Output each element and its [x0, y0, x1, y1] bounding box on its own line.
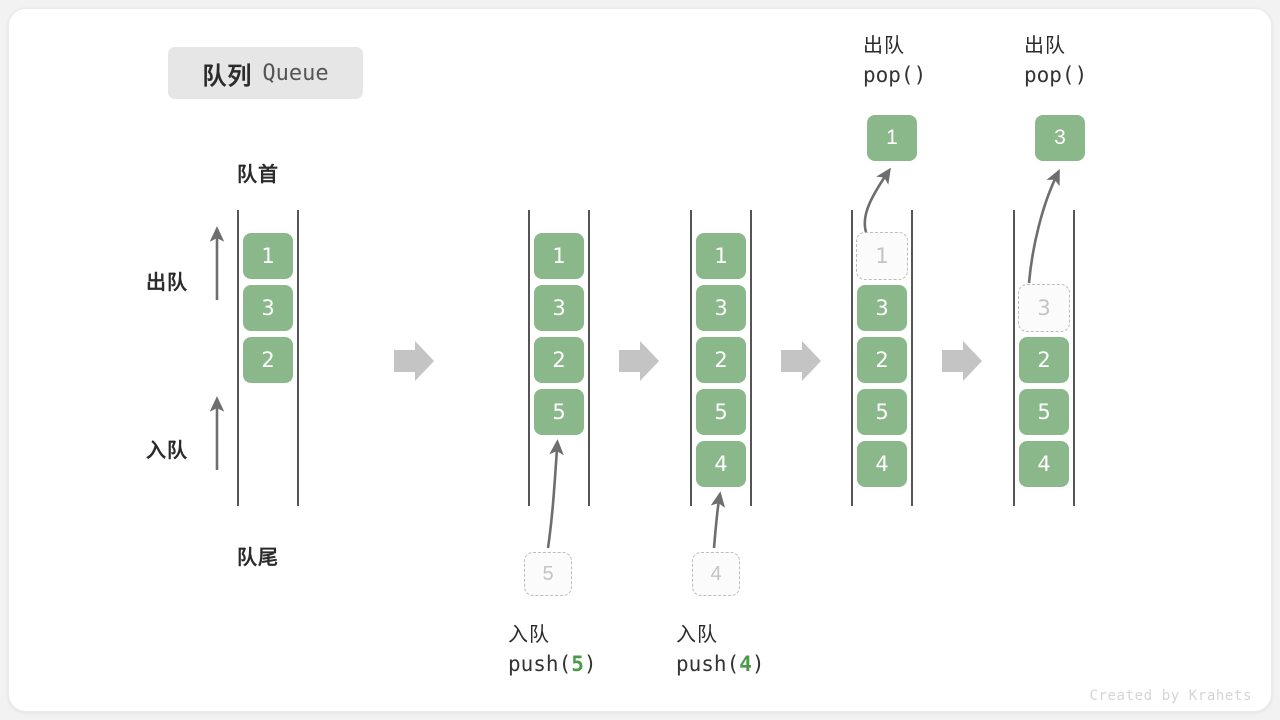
queue-column-pop-3: 3 2 5 4	[1013, 210, 1075, 506]
rail-left	[851, 210, 853, 506]
popped-cell-3: 3	[1034, 114, 1086, 162]
rail-right	[1073, 210, 1075, 506]
rail-left	[237, 210, 239, 506]
caption-push-4-value: 4	[739, 652, 752, 676]
caption-pop-1-code: pop()	[863, 63, 927, 87]
rail-right	[750, 210, 752, 506]
queue-cell: 3	[533, 284, 585, 332]
caption-push-5: 入队 push(5)	[508, 620, 597, 679]
queue-cell: 2	[533, 336, 585, 384]
queue-cell: 4	[695, 440, 747, 488]
caption-push-5-code: push(5)	[508, 652, 597, 676]
rail-left	[1013, 210, 1015, 506]
queue-cell: 4	[1018, 440, 1070, 488]
title-label-cn: 队列	[202, 62, 253, 90]
queue-column-pop-1: 1 3 2 5 4	[851, 210, 913, 506]
rail-left	[528, 210, 530, 506]
title-badge: 队列 Queue	[168, 47, 363, 99]
queue-cell: 4	[856, 440, 908, 488]
caption-pop-1-cn: 出队	[863, 33, 905, 57]
queue-cell: 5	[856, 388, 908, 436]
pending-cell-push-4: 4	[692, 552, 740, 596]
queue-cell: 5	[533, 388, 585, 436]
queue-cell: 2	[695, 336, 747, 384]
queue-cell: 2	[856, 336, 908, 384]
queue-cell-ghost: 1	[856, 232, 908, 280]
diagram-card	[8, 8, 1272, 712]
caption-pop-3-cn: 出队	[1024, 33, 1066, 57]
queue-cell-ghost: 3	[1018, 284, 1070, 332]
label-queue-tail: 队尾	[237, 547, 279, 569]
queue-cell: 3	[856, 284, 908, 332]
queue-column-initial: 1 3 2	[237, 210, 299, 506]
caption-pop-1: 出队 pop()	[863, 31, 926, 90]
pending-cell-push-5: 5	[524, 552, 572, 596]
credit-label: Created by Krahets	[1089, 688, 1252, 704]
queue-cell: 1	[695, 232, 747, 280]
rail-right	[911, 210, 913, 506]
label-dequeue: 出队	[146, 272, 188, 294]
label-queue-head: 队首	[237, 164, 279, 186]
queue-column-push-4: 1 3 2 5 4	[690, 210, 752, 506]
rail-right	[297, 210, 299, 506]
queue-column-push-5: 1 3 2 5	[528, 210, 590, 506]
queue-cell: 1	[533, 232, 585, 280]
caption-pop-3: 出队 pop()	[1024, 31, 1087, 90]
queue-cell: 2	[1018, 336, 1070, 384]
rail-right	[588, 210, 590, 506]
caption-push-4-cn: 入队	[676, 622, 718, 646]
queue-cell: 3	[242, 284, 294, 332]
caption-pop-3-code: pop()	[1024, 63, 1088, 87]
title-label-en: Queue	[262, 60, 329, 86]
caption-push-5-value: 5	[571, 652, 584, 676]
popped-cell-1: 1	[866, 114, 918, 162]
queue-cell: 5	[1018, 388, 1070, 436]
queue-cell: 3	[695, 284, 747, 332]
queue-cell: 5	[695, 388, 747, 436]
caption-push-4: 入队 push(4)	[676, 620, 765, 679]
caption-push-4-code: push(4)	[676, 652, 765, 676]
queue-cell: 2	[242, 336, 294, 384]
label-enqueue: 入队	[146, 440, 188, 462]
queue-cell: 1	[242, 232, 294, 280]
caption-push-5-cn: 入队	[508, 622, 550, 646]
rail-left	[690, 210, 692, 506]
